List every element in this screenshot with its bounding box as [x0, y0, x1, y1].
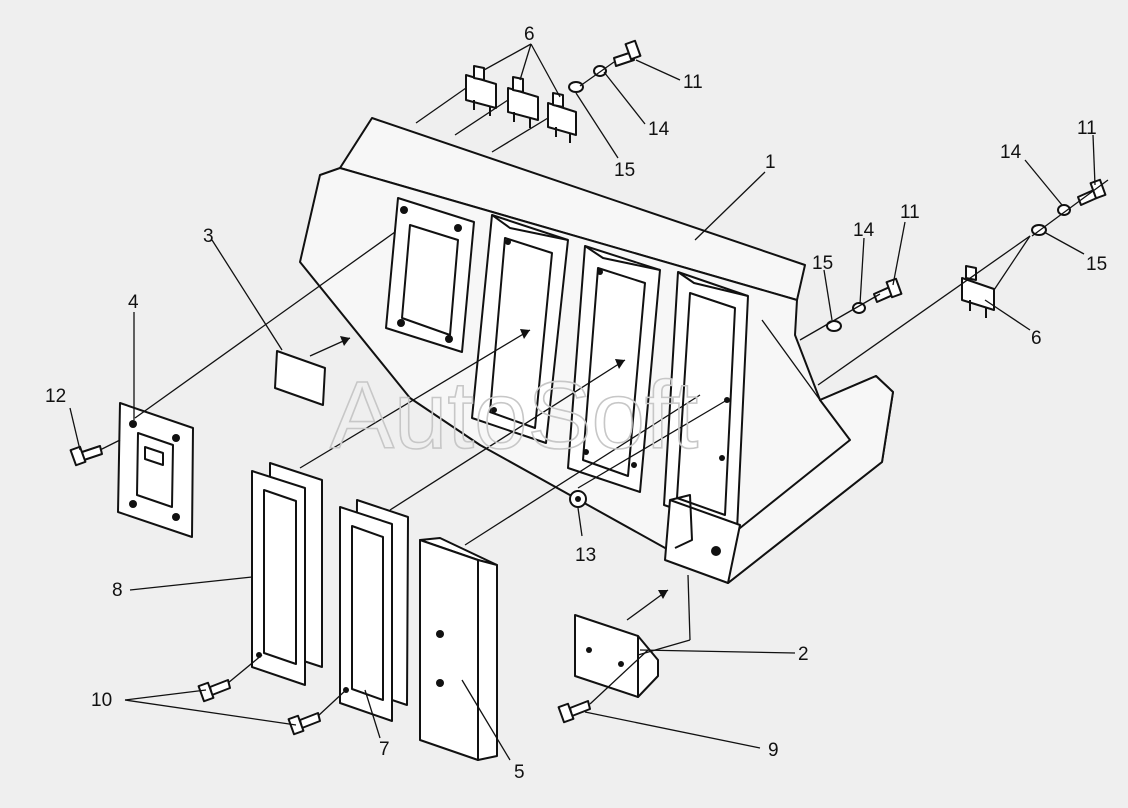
callout-10: 10	[91, 690, 112, 711]
callout-1: 1	[765, 152, 776, 173]
assembly-lines	[99, 61, 1109, 717]
label-plate	[274, 350, 326, 406]
bottom-bracket	[664, 494, 741, 584]
callout-9: 9	[768, 740, 779, 761]
washer-part-15-mid	[826, 320, 842, 332]
washer-part-14-mid	[852, 302, 866, 314]
callout-15-mid: 15	[812, 253, 833, 274]
screw-part-10-upper	[197, 679, 231, 703]
watermark-text: AutoSoft	[330, 362, 698, 469]
nut-part-13	[569, 490, 587, 508]
callout-12: 12	[45, 386, 66, 407]
callout-14-top: 14	[648, 119, 670, 140]
relay-right	[961, 265, 995, 318]
callout-15-top: 15	[614, 160, 635, 181]
relay-top-2	[507, 76, 539, 128]
callout-2: 2	[798, 644, 809, 665]
callout-14-mid: 14	[853, 220, 875, 241]
frame-part-8	[251, 462, 323, 686]
callout-7: 7	[379, 739, 390, 760]
gauge-panel-cutout	[385, 197, 475, 353]
angle-bracket-part-2	[574, 614, 659, 698]
callout-5: 5	[514, 762, 525, 783]
callout-11-mid: 11	[900, 202, 920, 223]
callout-14-right: 14	[1000, 142, 1022, 163]
callout-labels: 1 2 3 4 5 6 6 7 8 9 10 11 11 11 12 13 14…	[45, 24, 1107, 783]
washer-part-15-top	[568, 81, 584, 93]
washer-part-14-right	[1057, 204, 1071, 216]
screw-part-12	[69, 445, 103, 467]
callout-15-right: 15	[1086, 254, 1107, 275]
callout-8: 8	[112, 580, 123, 601]
callout-6-top: 6	[524, 24, 535, 45]
callout-leaders	[69, 43, 1096, 761]
screw-part-11-mid	[873, 277, 903, 303]
callout-11-top: 11	[683, 72, 703, 93]
callout-11-right: 11	[1077, 118, 1097, 139]
screw-part-9	[557, 700, 591, 724]
housing-slot-2	[567, 245, 661, 493]
callout-3: 3	[203, 226, 214, 247]
frame-part-7	[339, 499, 409, 722]
callout-13: 13	[575, 545, 596, 566]
screw-part-10-lower	[287, 712, 321, 736]
blank-block-part-5	[419, 537, 498, 761]
relay-top-3	[547, 92, 577, 143]
screw-part-11-top	[613, 39, 642, 67]
gauge-frame	[117, 402, 194, 538]
callout-6-right: 6	[1031, 328, 1042, 349]
callout-4: 4	[128, 292, 139, 313]
relay-top-1	[465, 65, 497, 116]
